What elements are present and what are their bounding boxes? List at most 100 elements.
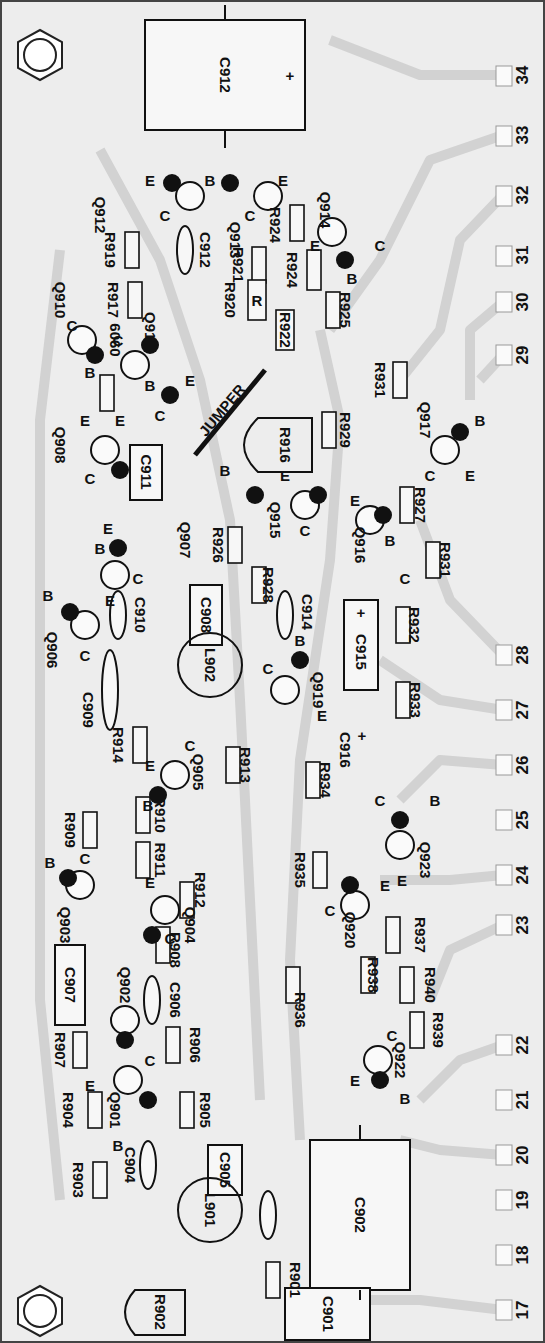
lead-letter: E [145,758,155,773]
lead-letter: E [280,468,290,483]
lead-letter: E [145,875,155,890]
component-label: C916 [338,732,353,768]
component-label: R906 [188,1027,203,1063]
lead-letter: C [300,523,311,538]
component-label: R901 [288,1262,303,1298]
component-label: C915 [354,634,369,670]
lead-letter: B [220,463,231,478]
component-label: Q912 [93,197,108,234]
component-label: C907 [63,967,78,1003]
pin-number: 34 [514,66,531,85]
component-label: R919 [103,232,118,268]
component-label: C908 [199,597,214,633]
component-label: R904 [61,1092,76,1128]
component-label: R929 [338,412,353,448]
lead-letter: + [358,728,367,743]
lead-letter: B [385,533,396,548]
pin-number: 25 [514,811,531,830]
component-label: R940 [423,967,438,1003]
component-label: C914 [300,594,315,630]
component-label: R912 [193,872,208,908]
component-label: Q907 [178,522,193,559]
pin-number: 20 [514,1146,531,1165]
lead-letter: C [425,468,436,483]
component-label: R924 [285,252,300,288]
component-label: Q901 [108,1092,123,1129]
lead-letter: C [400,571,411,586]
component-label: R939 [431,1012,446,1048]
lead-letter: B [43,588,54,603]
pin-number: 32 [514,186,531,205]
lead-letter: B [45,855,56,870]
lead-letter: E [317,708,327,723]
component-label: R913 [238,747,253,783]
component-label: C902 [353,1197,368,1233]
lead-letter: E [103,521,113,536]
component-label: C912 [198,232,213,268]
lead-letter: C [80,851,91,866]
component-label: R922 [278,312,293,348]
component-label: Q906 [45,632,60,669]
lead-letter: E [397,873,407,888]
pin-number: 29 [514,346,531,365]
pin-number: 30 [514,293,531,312]
lead-letter: E [380,878,390,893]
lead-letter: C [155,408,166,423]
lead-letter: C [375,238,386,253]
component-label: C912 [218,57,233,93]
component-label: Q902 [118,967,133,1004]
component-label: Q910 [53,282,68,319]
component-label: R910 [153,797,168,833]
lead-letter: E [310,238,320,253]
pin-number: 33 [514,126,531,145]
component-label: Q903 [58,907,73,944]
lead-letter: E [350,493,360,508]
component-label: R931 [438,542,453,578]
lead-letter: C [185,738,196,753]
component-label: R928 [261,567,276,603]
pin-number: 31 [514,246,531,265]
lead-letter: C [133,571,144,586]
lead-letter: B [400,1091,411,1106]
pin-number: 27 [514,701,531,720]
component-label: L901 [203,1193,218,1227]
component-label: R924 [268,207,283,243]
component-label: C911 [139,454,154,489]
component-label: R920 [223,282,238,318]
lead-letter: E [465,468,475,483]
lead-letter: C [245,208,256,223]
component-label: Q922 [393,1042,408,1079]
lead-letter: E [145,173,155,188]
component-label: C901 [321,1296,336,1332]
component-label: Q923 [418,842,433,879]
lead-letter: E [185,373,195,388]
lead-letter: B [430,793,441,808]
pin-number: 19 [514,1191,531,1210]
lead-letter: B [295,633,306,648]
component-label: Q914 [318,192,333,229]
component-label: C910 [133,597,148,633]
component-label: R931 [373,362,388,398]
component-label: R905 [198,1092,213,1128]
lead-letter: E [350,1073,360,1088]
component-label: Q919 [311,672,326,709]
component-label: R914 [111,727,126,763]
component-label: R925 [338,292,353,328]
component-label: L902 [203,648,218,682]
lead-letter: + [357,605,366,620]
lead-letter: B [145,378,156,393]
lead-letter: E [115,413,125,428]
lead-letter: B [85,365,96,380]
lead-letter: B [205,173,216,188]
lead-letter: C [145,1053,156,1068]
lead-letter: C [80,648,91,663]
component-label: R937 [413,917,428,953]
component-label: Q915 [268,502,283,539]
component-label: Q905 [191,754,206,791]
lead-letter: R [252,293,263,308]
component-label: R909 [63,812,78,848]
lead-letter: E [85,1078,95,1093]
component-label: R936 [293,992,308,1028]
component-label: R934 [318,762,333,798]
